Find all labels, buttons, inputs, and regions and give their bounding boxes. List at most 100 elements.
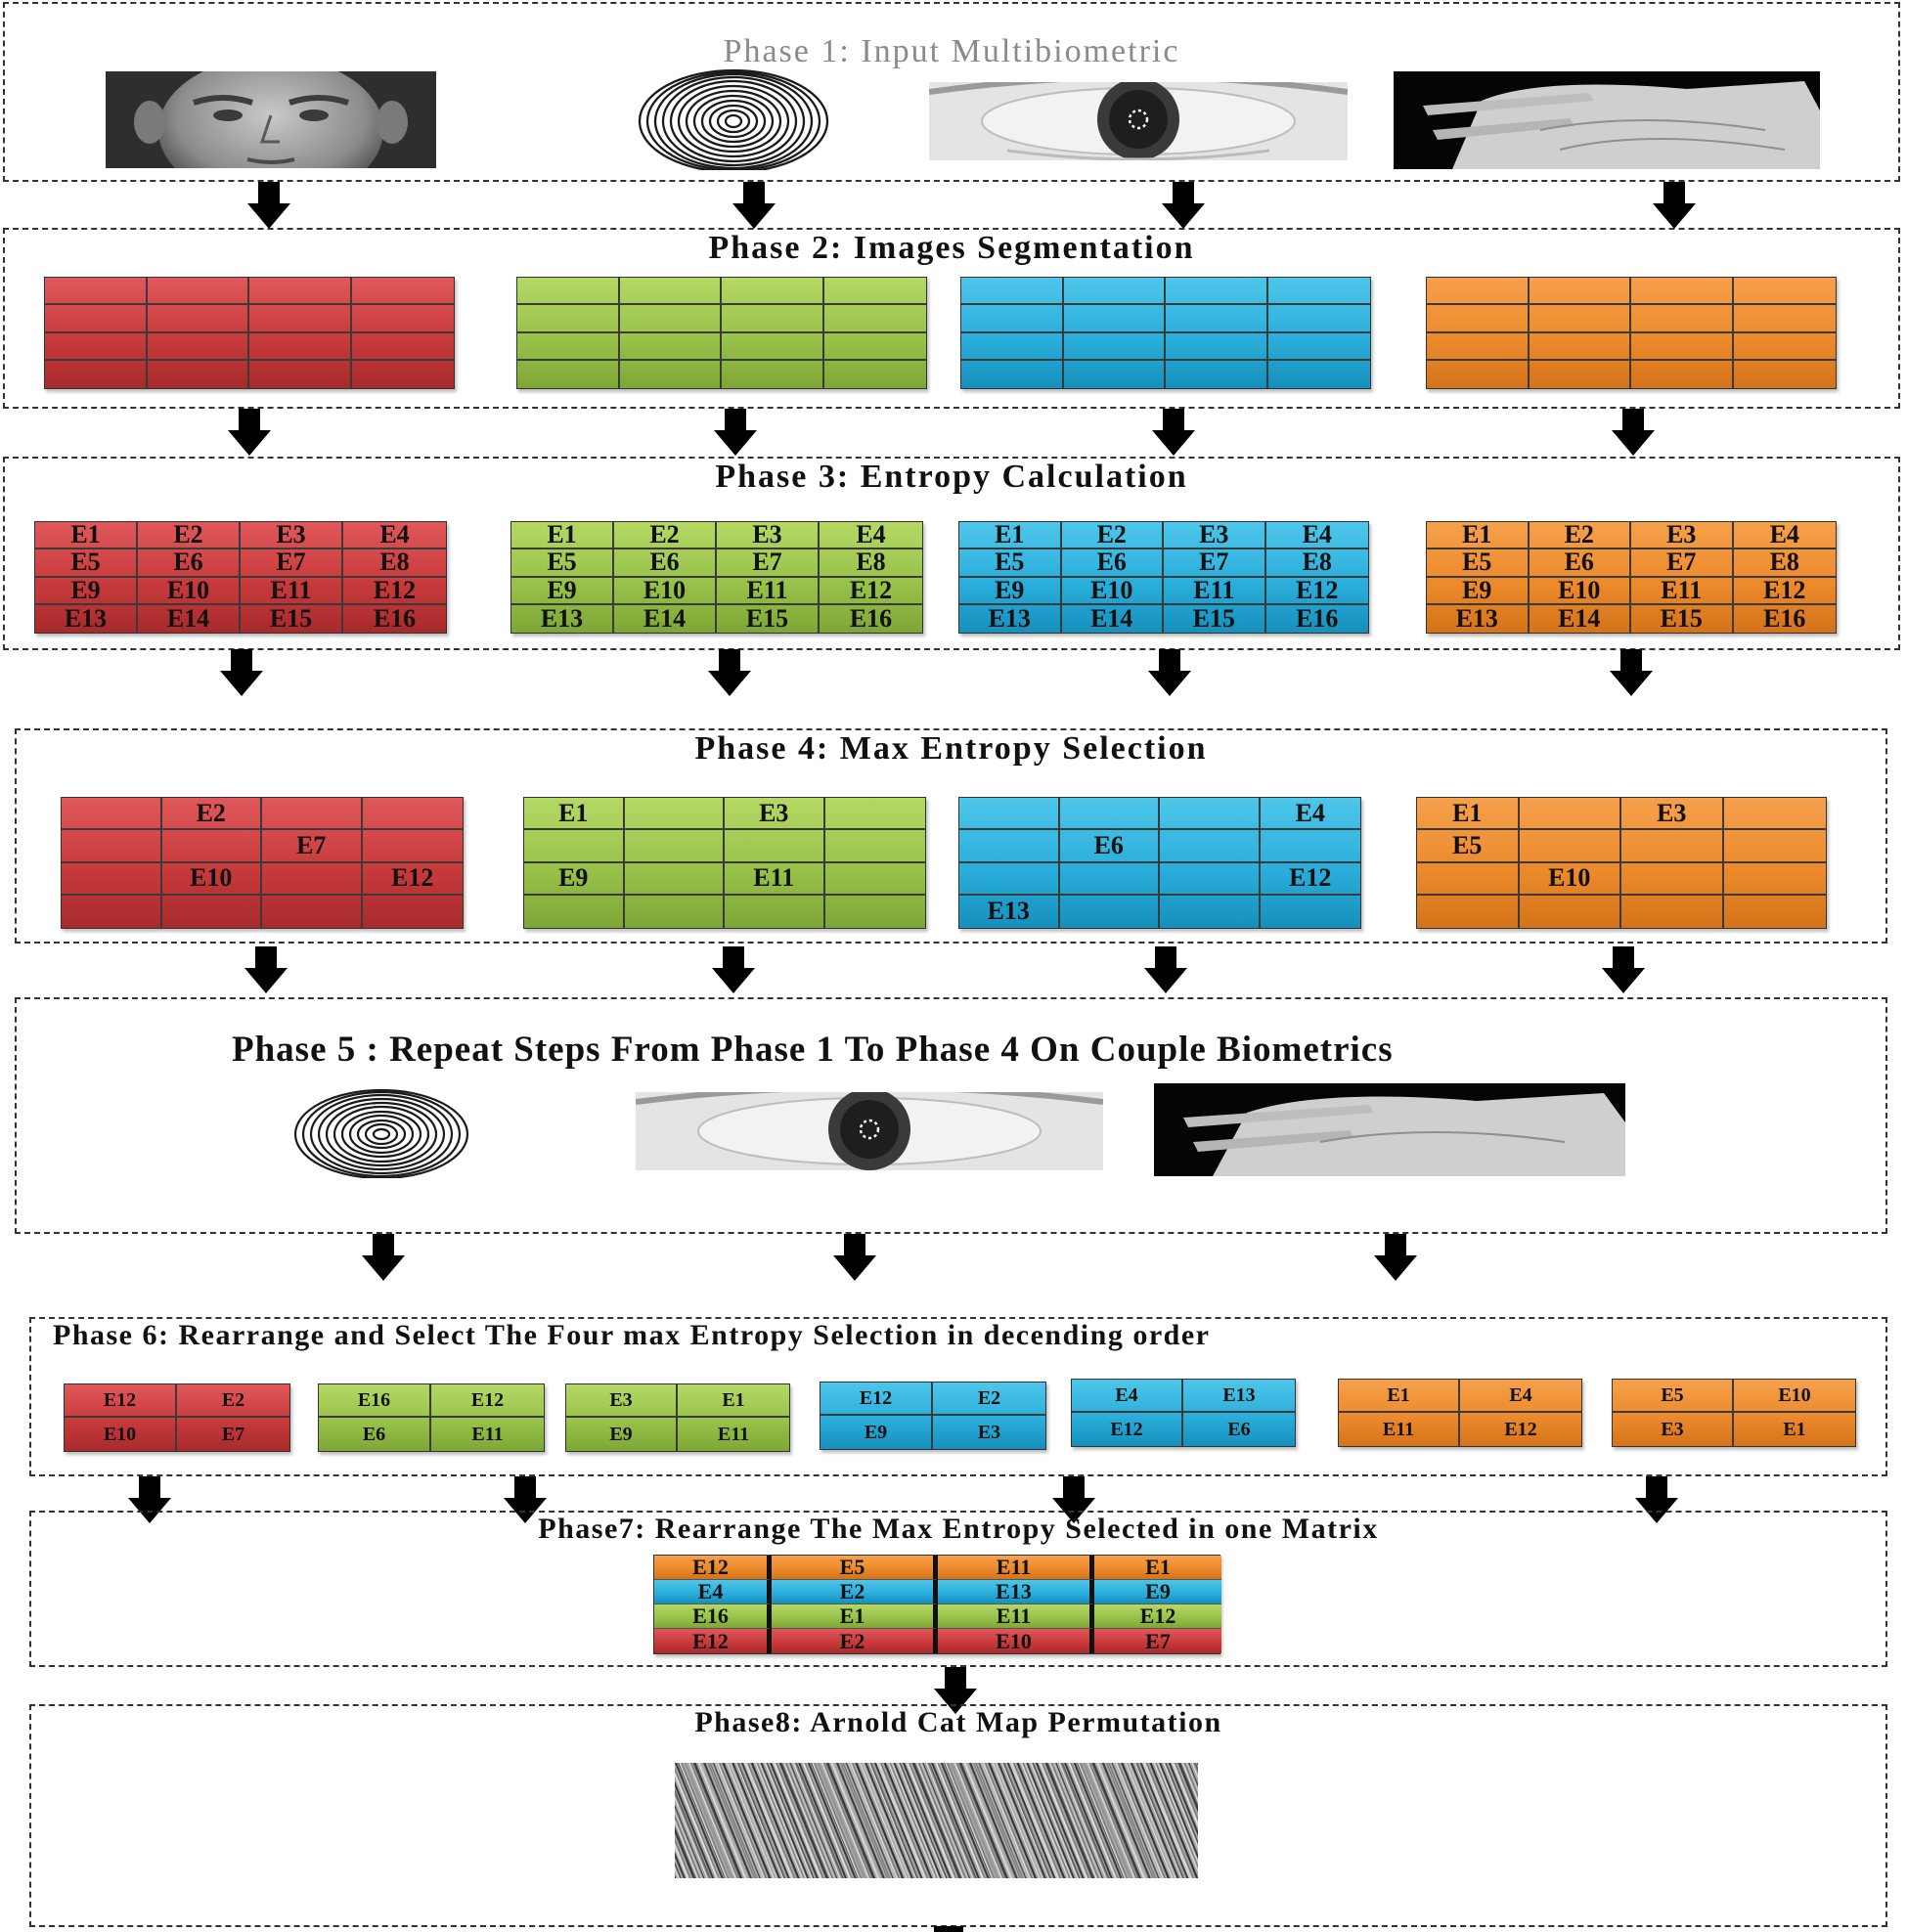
phase2-box: Phase 2: Images Segmentation [3, 228, 1900, 409]
arrow-down-icon [833, 1234, 876, 1281]
arrow-down-icon [1653, 182, 1696, 229]
matrix-cell [1519, 830, 1621, 863]
matrix-cell [1417, 895, 1520, 928]
matrix-cell: E8 [1733, 549, 1836, 578]
matrix-cell [351, 305, 454, 333]
matrix-cell: E1 [35, 522, 138, 550]
matrix-cell: E11 [938, 1604, 1094, 1629]
matrix-cell [1160, 830, 1261, 863]
matrix-cell [1059, 862, 1160, 896]
matrix-cell [517, 278, 620, 306]
matrix-cell: E16 [1296, 604, 1339, 633]
matrix-cell: E4 [1072, 1380, 1183, 1413]
matrix-cell: E15 [1631, 604, 1734, 633]
phase6-title: Phase 6: Rearrange and Select The Four m… [53, 1319, 1211, 1351]
segmentation-grid-blue [960, 277, 1371, 389]
matrix-cell [362, 798, 463, 831]
matrix-cell: E11 [717, 577, 820, 605]
arrow-down-icon [220, 649, 263, 696]
matrix-cell [1160, 895, 1261, 928]
matrix-cell: E13 [959, 895, 1060, 928]
matrix-cell: E10 [138, 577, 241, 605]
matrix-cell: E10 [1519, 862, 1621, 896]
matrix-cell: E4 [820, 522, 922, 550]
matrix-cell: E12 [362, 863, 463, 896]
matrix-cell: E3 [1621, 798, 1724, 831]
matrix-cell [824, 863, 925, 896]
matrix-cell: E4 [654, 1580, 772, 1604]
matrix-cell [249, 332, 352, 361]
matrix-cell [62, 862, 162, 896]
matrix-cell: E3 [725, 798, 825, 831]
matrix-cell: E11 [241, 577, 343, 605]
matrix-cell [1059, 798, 1160, 831]
matrix-cell [1530, 360, 1631, 388]
matrix-cell: E5 [1417, 830, 1520, 863]
matrix-cell: E2 [1061, 522, 1164, 550]
matrix-cell: E1 [1339, 1380, 1460, 1413]
matrix-cell [824, 830, 925, 863]
matrix-cell: E5 [772, 1556, 938, 1580]
matrix-cell: E2 [772, 1629, 938, 1653]
matrix-cell [961, 360, 1064, 388]
matrix-cell: E16 [373, 604, 417, 633]
matrix-cell: E2 [1529, 522, 1631, 550]
arrow-down-icon [934, 1667, 977, 1714]
matrix-cell: E13 [1427, 604, 1530, 633]
matrix-cell [147, 278, 249, 306]
matrix-cell: E12 [1504, 1419, 1537, 1440]
matrix-cell: E11 [725, 862, 825, 896]
matrix-cell: E1 [1783, 1419, 1806, 1440]
matrix-cell: E12 [820, 1383, 933, 1416]
arrow-down-icon [244, 946, 288, 993]
matrix-cell: E1 [1417, 798, 1520, 831]
arrow-down-icon [1602, 946, 1645, 993]
matrix-cell: E3 [717, 522, 820, 550]
matrix-cell [262, 798, 363, 831]
matrix-cell: E2 [177, 1384, 289, 1418]
matrix-cell: E4 [1260, 798, 1360, 831]
matrix-cell: E11 [1631, 577, 1734, 605]
arrow-down-icon [1162, 182, 1205, 229]
matrix-cell [1723, 863, 1826, 896]
arrow-down-icon [1612, 409, 1655, 456]
matrix-cell [62, 830, 162, 863]
matrix-cell [1733, 278, 1836, 306]
arrow-stub [934, 1926, 963, 1932]
matrix-cell: E13 [35, 604, 138, 633]
matrix-cell [1427, 332, 1530, 361]
matrix-cell: E2 [138, 522, 241, 550]
matrix-cell: E1 [511, 522, 614, 550]
matrix-cell: E10 [1061, 577, 1164, 605]
matrix-cell [1427, 360, 1530, 388]
matrix-cell: E12 [1265, 578, 1368, 605]
matrix-cell: E10 [938, 1629, 1094, 1653]
matrix-cell: E12 [654, 1556, 772, 1580]
matrix-cell [262, 862, 363, 896]
segmentation-grid-green [516, 277, 927, 389]
matrix-cell: E15 [241, 604, 343, 633]
matrix-cell: E9 [524, 862, 625, 896]
matrix-cell [624, 862, 725, 896]
matrix-cell [1063, 278, 1166, 306]
phase8-title: Phase8: Arnold Cat Map Permutation [694, 1706, 1222, 1738]
matrix-cell: E3 [1613, 1413, 1734, 1446]
matrix-cell [1166, 332, 1268, 361]
arrow-down-icon [1144, 946, 1187, 993]
matrix-cell [352, 361, 455, 388]
matrix-cell: E9 [511, 577, 614, 605]
matrix-cell: E9 [566, 1418, 678, 1451]
matrix-cell: E7 [221, 1424, 245, 1445]
matrix-cell [824, 361, 927, 388]
matrix-cell: E8 [820, 549, 922, 578]
matrix-cell [1063, 332, 1166, 361]
matrix-cell: E12 [1733, 578, 1836, 605]
matrix-cell: E1 [678, 1384, 789, 1418]
matrix-cell [722, 278, 824, 306]
matrix-cell [45, 332, 148, 361]
matrix-cell [62, 798, 162, 831]
matrix-cell: E13 [938, 1580, 1094, 1604]
matrix-cell: E5 [959, 549, 1062, 578]
matrix-cell [961, 332, 1064, 361]
